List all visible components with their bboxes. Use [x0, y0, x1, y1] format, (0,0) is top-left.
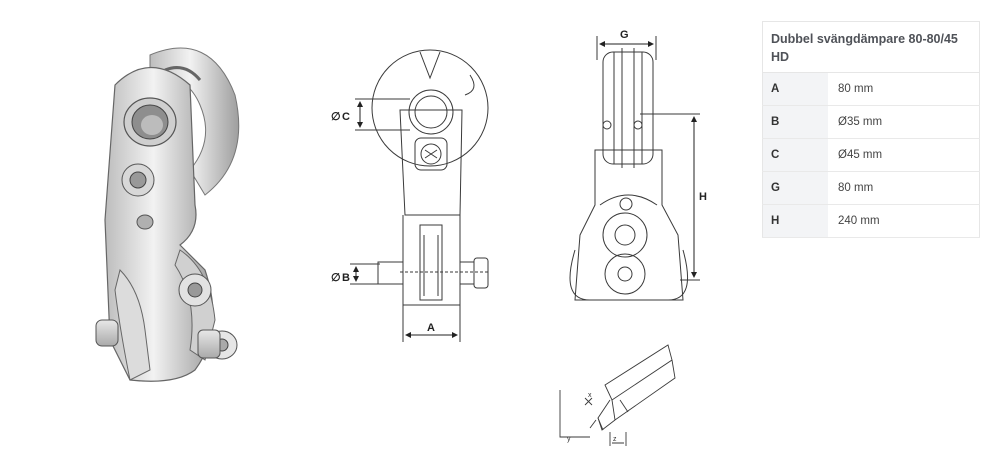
dim-label-y: y — [567, 436, 571, 443]
spec-row-g: G 80 mm — [762, 171, 980, 205]
dim-diameter-c-symbol: ∅ — [331, 111, 341, 123]
side-view-drawing — [569, 36, 700, 301]
dim-label-c: C — [342, 111, 350, 123]
spec-table: Dubbel svängdämpare 80-80/45 HD A 80 mm … — [762, 21, 980, 238]
dim-label-b: B — [342, 272, 350, 284]
spec-key-h: H — [762, 204, 828, 238]
spec-row-a: A 80 mm — [762, 72, 980, 106]
spec-table-header: Dubbel svängdämpare 80-80/45 HD — [762, 21, 980, 73]
mounting-schematic — [559, 344, 676, 446]
spec-key-b: B — [762, 105, 828, 139]
dim-label-g: G — [620, 29, 629, 41]
spec-value-g: 80 mm — [828, 171, 980, 205]
spec-key-a: A — [762, 72, 828, 106]
front-view-drawing — [350, 49, 489, 342]
spec-row-b: B Ø35 mm — [762, 105, 980, 139]
spec-row-c: C Ø45 mm — [762, 138, 980, 172]
spec-table-title: Dubbel svängdämpare 80-80/45 HD — [762, 21, 980, 73]
dim-label-z: z — [613, 436, 617, 443]
spec-value-a: 80 mm — [828, 72, 980, 106]
spec-value-b: Ø35 mm — [828, 105, 980, 139]
dim-diameter-b-symbol: ∅ — [331, 272, 341, 284]
technical-drawings: A ∅ C ∅ B G H — [95, 29, 707, 446]
spec-key-c: C — [762, 138, 828, 172]
dim-label-x: x — [588, 392, 592, 399]
spec-value-c: Ø45 mm — [828, 138, 980, 172]
spec-row-h: H 240 mm — [762, 204, 980, 238]
spec-value-h: 240 mm — [828, 204, 980, 238]
spec-key-g: G — [762, 171, 828, 205]
product-render — [95, 47, 240, 382]
dim-label-a: A — [427, 322, 435, 334]
dim-label-h: H — [699, 191, 707, 203]
